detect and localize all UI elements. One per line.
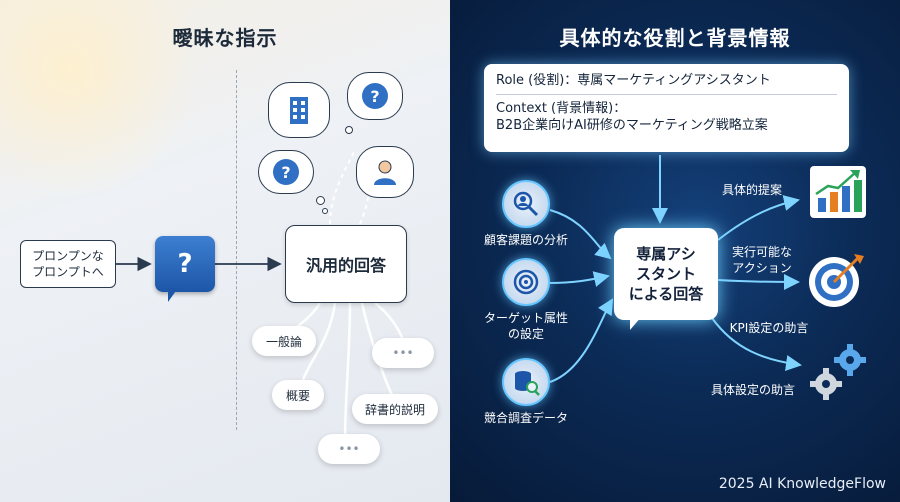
person-icon (374, 160, 396, 185)
input-label-3: 競合調査データ (483, 411, 568, 425)
target-icon (502, 258, 550, 306)
left-title: 曖昧な指示 (172, 26, 278, 50)
input-label-2: ターゲット属性の設定 (483, 311, 568, 341)
output-dictionary: 辞書的説明 (352, 394, 438, 424)
bar-chart-icon (810, 166, 866, 218)
divider-line (236, 70, 237, 430)
question-bubble-icon: ? (155, 236, 215, 292)
output-settings-label: 具体設定の助言 (710, 383, 795, 397)
right-title: 具体的な役割と背景情報 (559, 26, 791, 50)
role-context-box: Role (役割)：専属マーケティングアシスタント Context (背景情報)… (484, 64, 849, 152)
vague-prompt-box: プロンプンなプロンプトへ (20, 240, 116, 288)
question-icon: ? (273, 159, 299, 185)
generic-answer-box: 汎用的回答 (285, 225, 407, 303)
building-icon (290, 97, 308, 124)
prompt-line-1: プロンプンな (32, 249, 104, 263)
output-proposal-label: 具体的提案 (721, 183, 782, 197)
role-line: Role (役割)：専属マーケティングアシスタント (496, 73, 771, 88)
watermark: 2025 AI KnowledgeFlow (718, 476, 886, 492)
output-overview: 概要 (272, 380, 324, 410)
output-general-theory: 一般論 (252, 326, 316, 356)
output-action-label: 実行可能なアクション (731, 245, 792, 275)
question-thought-bubble-2: ? (258, 150, 314, 194)
building-thought-bubble (268, 82, 330, 138)
context-line-2: B2B企業向けAI研修のマーケティング戦略立案 (496, 118, 768, 133)
magnifier-user-icon (502, 180, 550, 228)
dedicated-assistant-answer-box: 専属アシスタントによる回答 (614, 228, 718, 320)
database-search-icon (502, 358, 550, 406)
input-label-1: 顧客課題の分析 (483, 233, 568, 247)
bullseye-icon (809, 254, 864, 307)
gears-icon (810, 344, 866, 400)
output-ellipsis-1: ••• (372, 338, 434, 368)
question-thought-bubble-1: ? (347, 72, 403, 120)
question-icon: ? (362, 83, 388, 109)
person-thought-bubble (356, 146, 414, 198)
context-line-1: Context (背景情報)： (496, 101, 627, 116)
output-ellipsis-2: ••• (318, 434, 380, 464)
prompt-line-2: プロンプトへ (32, 265, 104, 279)
output-kpi-label: KPI設定の助言 (729, 321, 809, 335)
